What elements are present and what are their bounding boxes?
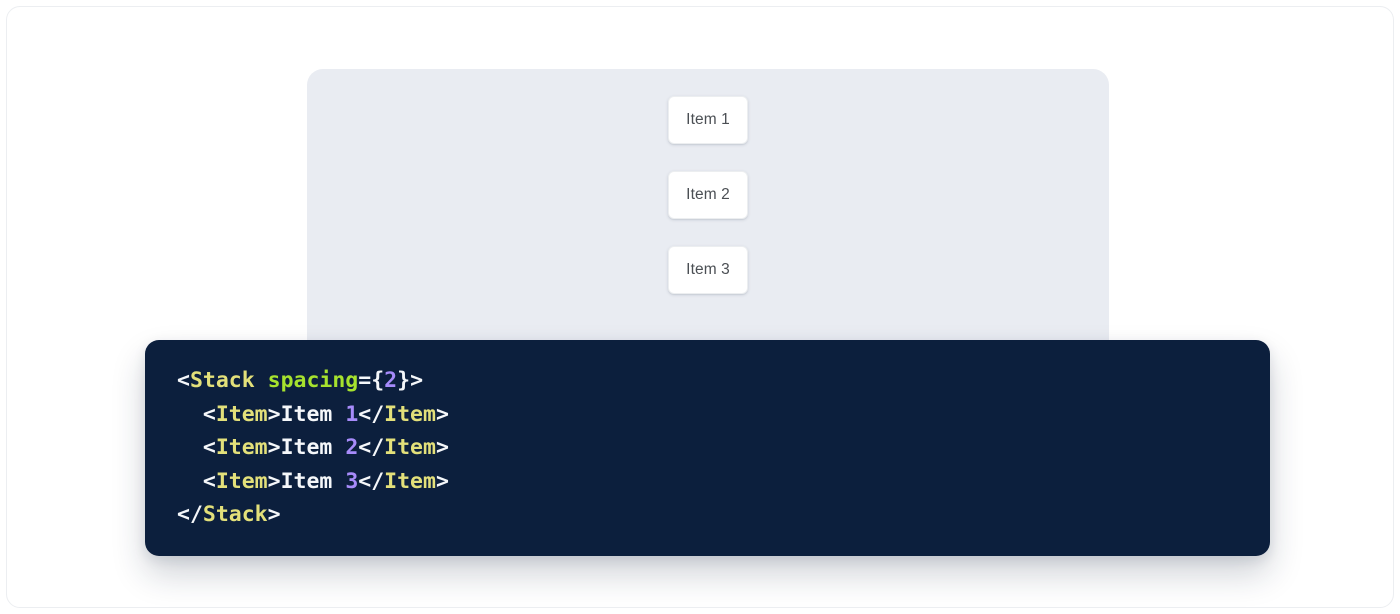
code-line: <Item>Item 1</Item> [177,398,1238,432]
code-line: </Stack> [177,498,1238,532]
code-token-tag: Item [384,468,436,494]
code-token-punc: </ [358,435,385,461]
code-token-tag: Item [215,435,268,461]
stack-container: Item 1 Item 2 Item 3 [668,96,748,294]
code-token-tag: Item [384,435,436,461]
code-token-punc: > [267,401,281,427]
code-token-punc: > [435,401,449,427]
code-token-brace: } [397,368,411,393]
code-token-punc: > [435,435,449,461]
stack-item[interactable]: Item 1 [668,96,748,144]
code-token-num: 1 [345,401,359,427]
code-token-attr: spacing [267,368,359,393]
code-token-punc: < [202,435,216,461]
code-token-punc: < [177,368,190,393]
stack-item[interactable]: Item 3 [668,246,748,294]
code-line: <Stack spacing={2}> [177,364,1238,398]
stack-item-label: Item 3 [686,261,730,279]
code-block: <Stack spacing={2}> <Item>Item 1</Item> … [177,364,1238,532]
code-token-punc: > [435,468,449,494]
code-token-tag: Stack [189,368,255,393]
stack-item-label: Item 2 [686,186,730,204]
code-token-num: 2 [345,435,359,461]
code-token-punc: </ [358,468,385,494]
code-token-num: 2 [384,368,398,393]
code-token-tag: Item [215,468,268,494]
code-token-num: 3 [345,468,359,494]
code-token-text [255,368,268,393]
code-token-tag: Item [215,401,268,427]
stack-item[interactable]: Item 2 [668,171,748,219]
code-snippet-panel[interactable]: <Stack spacing={2}> <Item>Item 1</Item> … [145,340,1270,556]
code-token-tag: Item [384,401,436,427]
code-token-punc: < [202,468,216,494]
code-line: <Item>Item 3</Item> [177,465,1238,499]
code-token-punc: < [202,401,216,427]
stack-item-label: Item 1 [686,111,730,129]
code-token-tag: Stack [202,502,268,528]
code-token-punc: </ [177,502,203,528]
code-token-brace: { [371,368,385,393]
code-token-text: Item [280,401,346,427]
code-token-punc: > [410,368,424,393]
code-token-punc: = [358,368,372,393]
code-token-punc: > [267,468,281,494]
code-line: <Item>Item 2</Item> [177,431,1238,465]
code-token-text: Item [280,435,346,461]
code-token-punc: > [267,435,281,461]
code-token-punc: </ [358,401,385,427]
component-preview-panel: Item 1 Item 2 Item 3 [307,69,1109,359]
code-token-punc: > [267,502,281,528]
code-token-text: Item [280,468,346,494]
